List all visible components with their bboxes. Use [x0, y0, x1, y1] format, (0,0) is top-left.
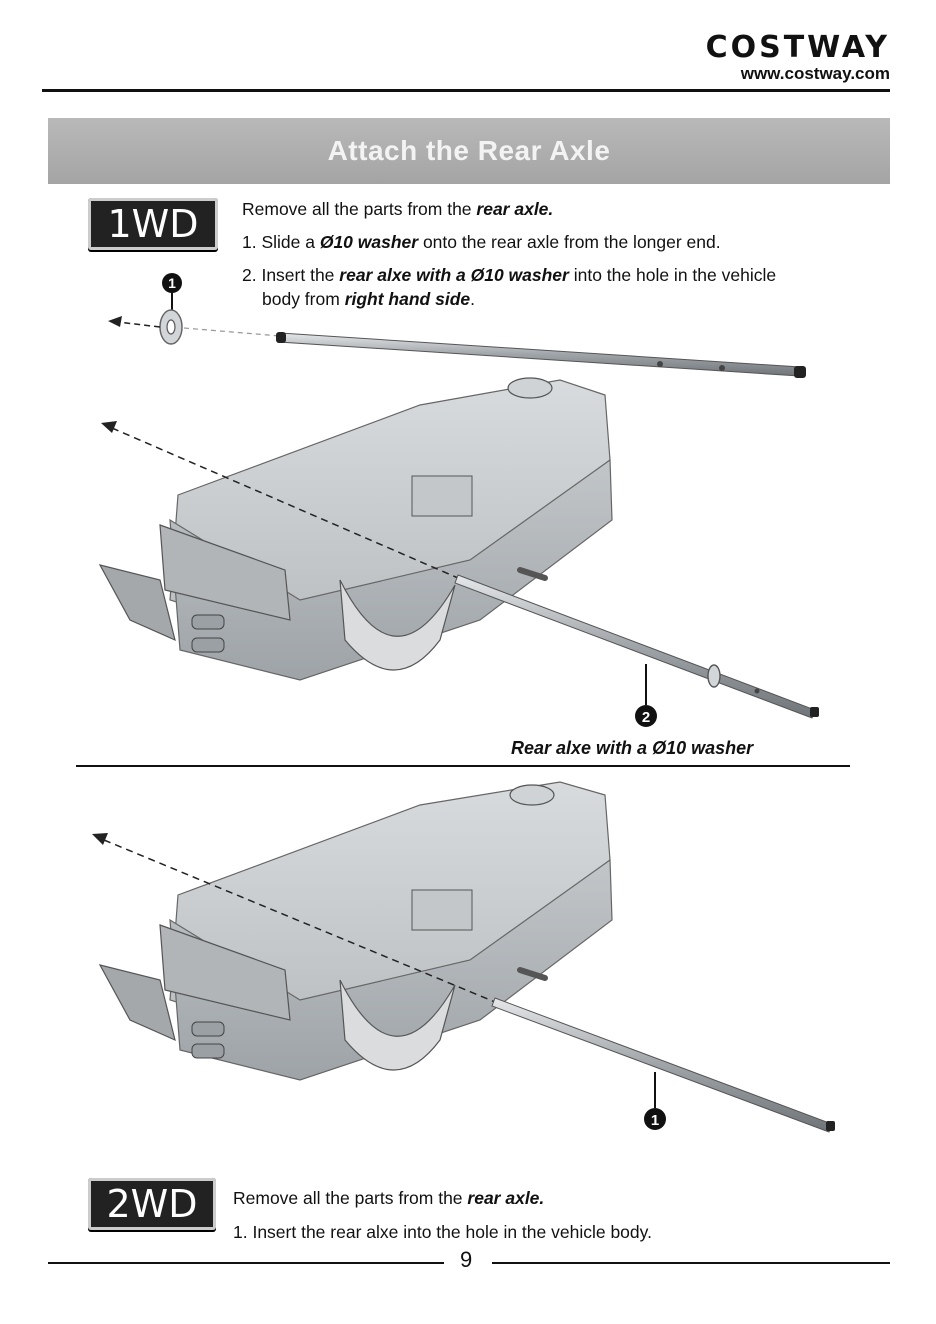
- arrow-head-icon: [108, 316, 122, 327]
- vehicle-body-2wd: [100, 782, 612, 1080]
- section-banner: Attach the Rear Axle: [48, 118, 890, 184]
- instruction-step-1-2wd: 1. Insert the rear alxe into the hole in…: [233, 1220, 652, 1244]
- vehicle-body: [100, 378, 612, 680]
- inserted-axle-2wd: [492, 998, 835, 1132]
- vehicle-illustration-1wd: 1 2: [0, 255, 936, 765]
- brand-header: COSTWAY www.costway.com: [706, 32, 890, 84]
- vehicle-illustration-2wd: 1: [0, 770, 936, 1170]
- arrow-head-icon-3: [92, 833, 108, 845]
- page-title: Attach the Rear Axle: [48, 135, 890, 167]
- washer-part: [160, 310, 182, 344]
- inserted-axle: [455, 575, 819, 718]
- footer-rule-left: [48, 1262, 444, 1264]
- callout-1-2wd: 1: [644, 1072, 666, 1130]
- section-divider: [76, 765, 850, 767]
- brand-logo: COSTWAY: [706, 32, 890, 64]
- svg-text:1: 1: [168, 275, 176, 291]
- dashed-guide-washer: [118, 322, 160, 327]
- callout-1-1wd: 1: [162, 273, 182, 312]
- badge-1wd: 1WD: [88, 198, 218, 250]
- badge-2wd: 2WD: [88, 1178, 216, 1230]
- instruction-intro-2wd: Remove all the parts from the rear axle.: [233, 1186, 544, 1210]
- rear-axle-part: [276, 332, 806, 378]
- footer-rule-right: [492, 1262, 890, 1264]
- header-divider: [42, 89, 890, 92]
- instruction-step-1: 1. Slide a Ø10 washer onto the rear axle…: [242, 230, 721, 254]
- svg-text:1: 1: [651, 1112, 659, 1129]
- svg-text:2: 2: [642, 709, 650, 726]
- callout-2-1wd: 2: [635, 664, 657, 727]
- page-number: 9: [460, 1247, 472, 1273]
- figure-caption-1wd: Rear alxe with a Ø10 washer: [511, 738, 753, 759]
- instruction-intro-1wd: Remove all the parts from the rear axle.: [242, 197, 553, 221]
- arrow-head-icon-2: [101, 421, 117, 433]
- brand-url[interactable]: www.costway.com: [706, 64, 890, 84]
